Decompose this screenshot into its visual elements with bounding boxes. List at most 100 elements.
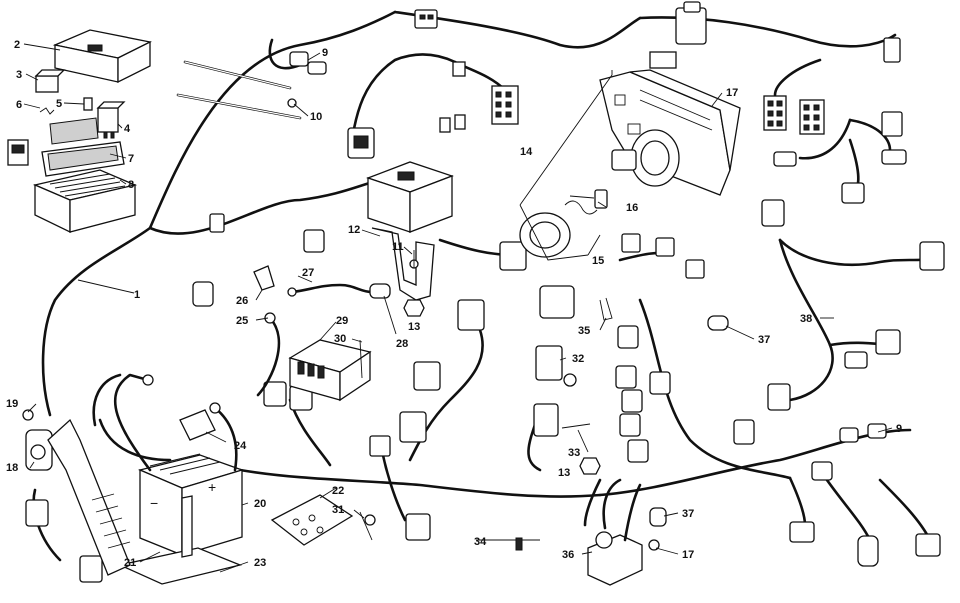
connector-block [533, 403, 559, 437]
nut-13-upper [403, 299, 425, 317]
callout-36: 36 [562, 549, 574, 561]
connector-block [499, 241, 527, 271]
callout-38: 38 [800, 313, 812, 325]
connector-block [405, 513, 431, 541]
callout-28: 28 [396, 338, 408, 350]
connector-block [761, 199, 785, 227]
callout-37-upper: 37 [758, 334, 770, 346]
connector-block [413, 361, 441, 391]
connectors [25, 1, 945, 583]
callout-14: 14 [520, 146, 533, 158]
nut-13-lower [579, 457, 601, 475]
callout-25: 25 [236, 315, 248, 327]
connector-block [773, 151, 797, 167]
callout-23: 23 [254, 557, 266, 569]
control-module [288, 339, 372, 402]
callout-22: 22 [332, 485, 344, 497]
connector-block [919, 241, 945, 271]
washer-19 [22, 409, 34, 421]
connector-block [539, 285, 575, 319]
sensor-32 [535, 345, 591, 429]
connector-block [192, 281, 214, 307]
mounting-bracket [371, 227, 435, 301]
callout-19: 19 [6, 398, 18, 410]
connector-block [457, 299, 485, 331]
fuse-box-base [7, 139, 138, 234]
callout-37-lower: 37 [682, 508, 694, 520]
battery-strap [181, 495, 193, 558]
callout-34: 34 [474, 536, 487, 548]
tie-mount-34 [498, 537, 540, 551]
battery-plus: + [208, 479, 216, 495]
callout-numbers: 1 2 3 4 5 6 7 8 9 9 10 11 12 13 13 14 15… [6, 39, 902, 569]
callout-16: 16 [626, 202, 638, 214]
terminal-cover-24 [179, 409, 216, 441]
headlight-bulb [564, 189, 608, 215]
boot-37-upper [707, 315, 729, 331]
callout-13-upper: 13 [408, 321, 420, 333]
connector-block [857, 535, 879, 567]
throttle-pedal-18 [25, 418, 131, 576]
relay-large [96, 101, 126, 139]
connector-block [303, 229, 325, 253]
connector-block [615, 325, 671, 463]
callout-6: 6 [16, 99, 22, 111]
callout-11: 11 [392, 241, 404, 253]
callout-35: 35 [578, 325, 590, 337]
callout-3: 3 [16, 69, 22, 81]
headlight-boot [519, 212, 571, 258]
connector-block [209, 213, 225, 233]
connector-block [811, 461, 833, 481]
battery-assembly: − + [113, 373, 245, 585]
connector-block [915, 533, 941, 557]
fuse-box-seal [41, 141, 125, 177]
fuse-pin [83, 97, 93, 111]
connector-block [763, 95, 787, 131]
connector-block [841, 182, 865, 204]
connector-block [789, 521, 815, 543]
fuse-clip [39, 107, 55, 115]
callout-24: 24 [234, 440, 247, 452]
callout-29: 29 [336, 315, 348, 327]
connector-block [675, 1, 707, 45]
connector-block [621, 233, 705, 279]
battery-minus: − [150, 495, 158, 511]
callout-20: 20 [254, 498, 266, 510]
callout-1: 1 [134, 289, 140, 301]
connector-block [347, 127, 375, 159]
headlight-assembly [519, 69, 741, 261]
callout-17-upper: 17 [726, 87, 738, 99]
connector-block [767, 383, 791, 411]
callout-26: 26 [236, 295, 248, 307]
screw-17-lower [648, 539, 660, 551]
callout-15: 15 [592, 255, 604, 267]
callout-10: 10 [310, 111, 322, 123]
connector-block [263, 381, 313, 411]
callout-2: 2 [14, 39, 20, 51]
callout-5: 5 [56, 98, 62, 110]
callout-8: 8 [128, 179, 134, 191]
callout-12: 12 [348, 224, 360, 236]
bolt-31 [359, 511, 376, 541]
boot-37-lower [649, 507, 667, 527]
callout-17-lower: 17 [682, 549, 694, 561]
callout-13-lower: 13 [558, 467, 570, 479]
tie-35 [599, 297, 613, 321]
callout-18: 18 [6, 462, 18, 474]
connector-block [733, 419, 755, 445]
fuse-box-gasket [49, 117, 99, 145]
center-fuse-box [366, 161, 454, 317]
callout-9-upper: 9 [322, 47, 328, 59]
callout-32: 32 [572, 353, 584, 365]
connector-block [883, 37, 901, 63]
connector-block [414, 9, 438, 29]
callout-27: 27 [302, 267, 314, 279]
leader-lines [23, 43, 893, 573]
connector-block [881, 149, 907, 165]
connector-9-upper [268, 38, 327, 75]
connector-block [844, 351, 868, 369]
callout-33: 33 [568, 447, 580, 459]
battery-hold-down [117, 547, 243, 585]
connector-block [875, 329, 901, 355]
